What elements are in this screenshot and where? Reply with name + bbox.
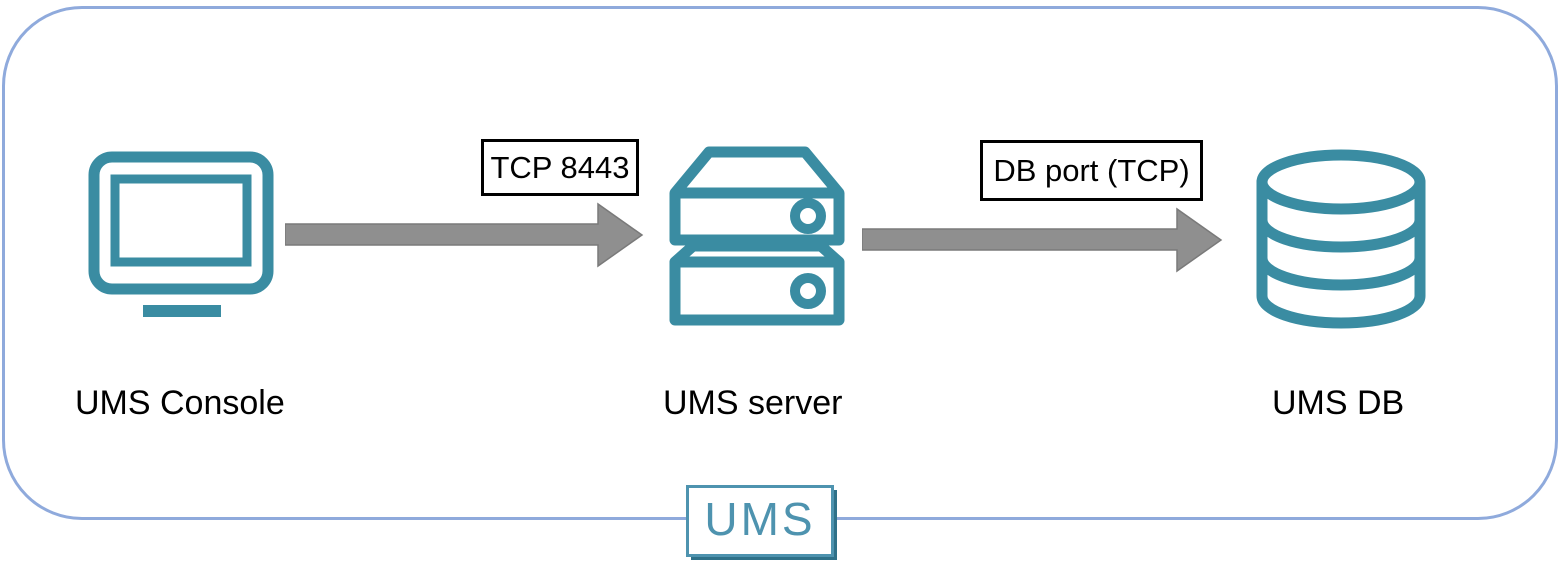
node-label-ums-server: UMS server	[663, 384, 843, 422]
ums-logo: UMS	[686, 485, 834, 557]
monitor-icon	[88, 151, 274, 317]
database-icon	[1248, 143, 1434, 331]
node-label-ums-db: UMS DB	[1272, 384, 1405, 422]
arrow-right-icon	[862, 205, 1224, 275]
server-stack-icon	[662, 141, 852, 331]
arrow-right-icon	[285, 200, 645, 270]
connection-label-db-port: DB port (TCP)	[980, 140, 1203, 201]
ums-logo-text: UMS	[704, 493, 816, 545]
connection-label-tcp-8443: TCP 8443	[481, 139, 639, 196]
connection-label-text: DB port (TCP)	[993, 152, 1190, 188]
connection-label-text: TCP 8443	[490, 149, 630, 185]
node-label-ums-console: UMS Console	[75, 384, 285, 422]
